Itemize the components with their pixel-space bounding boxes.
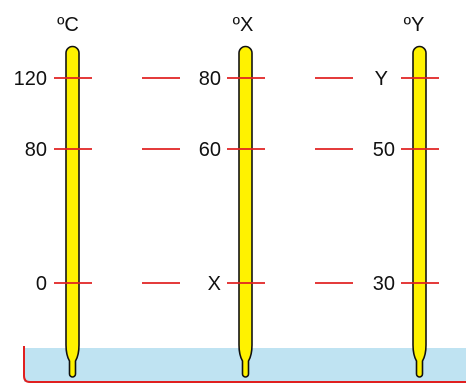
mark-label: 120 — [14, 68, 47, 90]
container-outline — [23, 346, 466, 383]
thermometer-x: ºX 80 60 X — [199, 14, 265, 378]
mark-label: X — [208, 273, 221, 295]
mark-label: 0 — [36, 273, 47, 295]
mark-label: 80 — [199, 68, 221, 90]
mark-label: 80 — [25, 139, 47, 161]
mark-label: 50 — [373, 139, 395, 161]
thermometer-y: ºY Y 50 30 — [373, 14, 439, 378]
mark-label: 30 — [373, 273, 395, 295]
thermometer-tube — [65, 45, 80, 378]
unit-label: ºY — [404, 14, 425, 36]
thermometer-celsius: ºC 120 80 0 — [14, 14, 92, 378]
thermometer-tube — [412, 45, 427, 378]
thermometer-tube — [238, 45, 253, 378]
mark-label: 60 — [199, 139, 221, 161]
mark-label: Y — [375, 68, 388, 90]
unit-label: ºC — [57, 14, 79, 36]
reference-dashes — [142, 77, 353, 284]
unit-label: ºX — [233, 14, 254, 36]
